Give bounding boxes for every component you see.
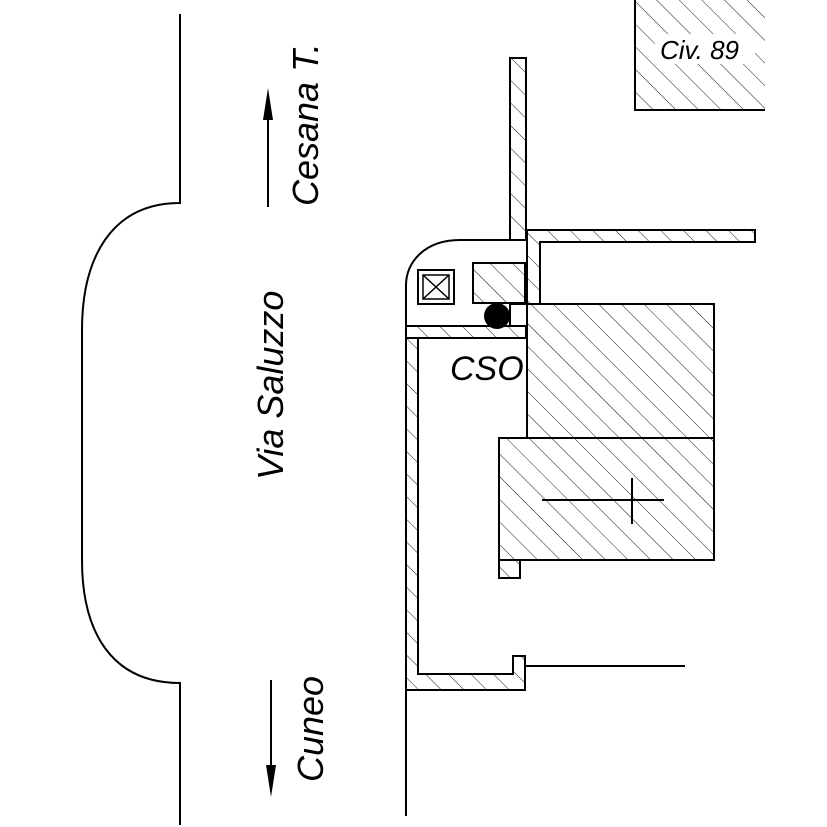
upper-wall	[509, 57, 527, 241]
long-wall	[405, 337, 526, 691]
building-upper-block	[526, 303, 715, 439]
top-right-wall	[526, 229, 756, 305]
direction-south-label: Cuneo	[290, 676, 331, 782]
enclosure-wall	[405, 239, 528, 339]
direction-north-label: Cesana T.	[285, 43, 326, 206]
road-edge-left	[81, 14, 181, 825]
building-civ-89: Civ. 89	[634, 0, 765, 111]
arrow-south	[266, 680, 276, 797]
arrow-north	[263, 88, 273, 207]
cso-label: CSO	[450, 350, 524, 388]
street-name-label: Via Saluzzo	[250, 291, 291, 480]
civic-number-label: Civ. 89	[660, 35, 739, 65]
building-lower-block	[498, 437, 715, 579]
cso-marker[interactable]	[484, 303, 510, 329]
small-hatched-box	[472, 262, 526, 304]
utility-box-crossed	[417, 269, 455, 305]
